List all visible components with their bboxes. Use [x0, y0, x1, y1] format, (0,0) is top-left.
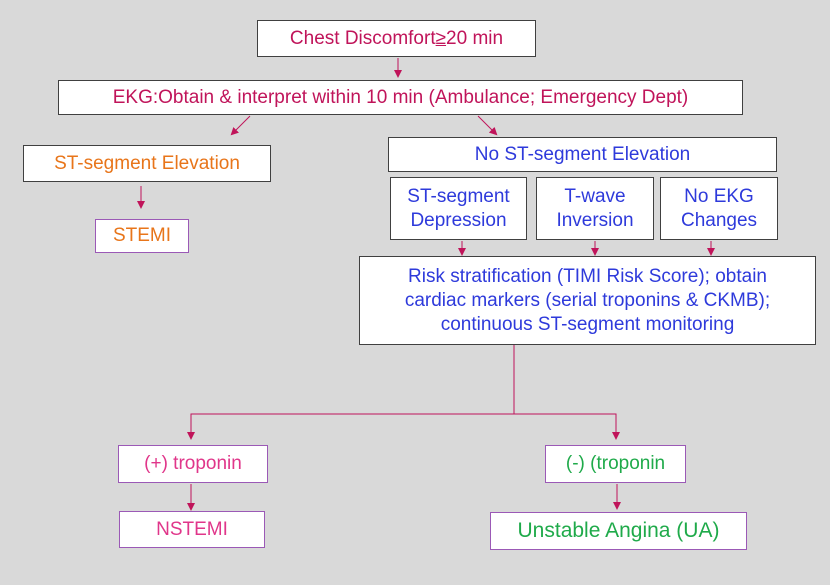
chest-prefix: Chest Discomfort — [289, 27, 436, 49]
node-chest-discomfort: Chest Discomfort ≥ 20 min — [257, 20, 536, 57]
arrow-ekg-to-no-st-elevation — [477, 115, 498, 136]
node-stemi: STEMI — [95, 219, 189, 253]
node-st-depression: ST-segment Depression — [390, 177, 527, 240]
node-positive-troponin: (+) troponin — [118, 445, 268, 483]
chest-suffix: 20 min — [446, 27, 504, 49]
node-unstable-angina: Unstable Angina (UA) — [490, 512, 747, 550]
node-risk-stratification: Risk stratification (TIMI Risk Score); o… — [359, 256, 816, 345]
node-st-elevation: ST-segment Elevation — [23, 145, 271, 182]
node-no-st-elevation: No ST-segment Elevation — [388, 137, 777, 172]
node-t-wave-inversion: T-wave Inversion — [536, 177, 654, 240]
branch-risk-to-neg-troponin — [514, 413, 620, 440]
node-nstemi: NSTEMI — [119, 511, 265, 548]
node-no-ekg-changes: No EKG Changes — [660, 177, 778, 240]
ge-symbol: ≥ — [435, 27, 447, 49]
node-ekg: EKG:Obtain & interpret within 10 min (Am… — [58, 80, 743, 115]
arrow-ekg-to-st-elevation — [230, 115, 251, 136]
node-negative-troponin: (-) (troponin — [545, 445, 686, 483]
branch-risk-to-troponin — [187, 345, 515, 440]
